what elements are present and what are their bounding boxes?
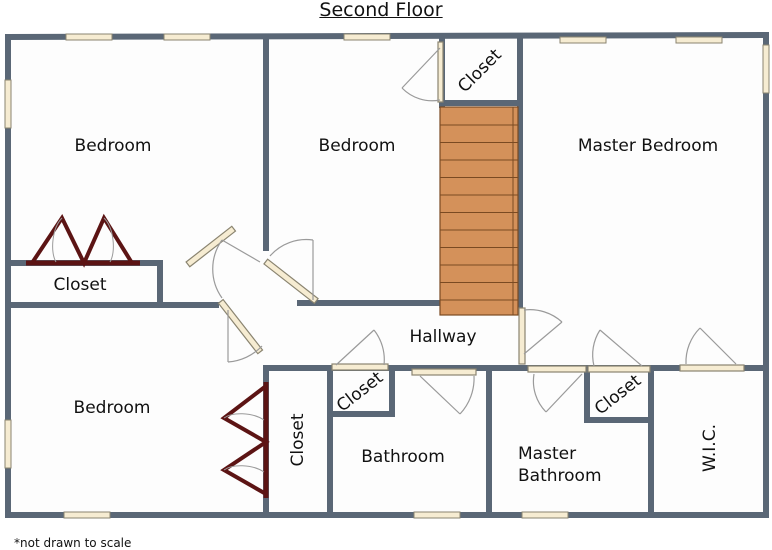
door-bedroom-center <box>263 238 319 305</box>
door-master-hall <box>518 307 563 365</box>
window <box>4 79 12 129</box>
door-master-closet <box>587 329 651 373</box>
footnote: *not drawn to scale <box>14 536 132 550</box>
door-closet-bath <box>331 329 389 371</box>
room-label-closet-nw: Closet <box>53 275 107 295</box>
window <box>63 511 111 519</box>
room-label-hallway: Hallway <box>409 327 477 347</box>
floor-title: Second Floor <box>319 0 443 21</box>
window <box>4 419 12 469</box>
window <box>559 36 607 44</box>
window <box>413 511 461 519</box>
door-master-bath <box>527 365 587 413</box>
staircase <box>439 106 519 316</box>
master-bathroom-line2: Bathroom <box>518 466 602 486</box>
door-closet-stair <box>401 41 444 103</box>
door-bedroom-nw <box>185 225 261 299</box>
door-bedroom-sw <box>217 298 264 363</box>
room-label-master-bedroom: Master Bedroom <box>577 136 719 156</box>
floor-area <box>8 37 766 515</box>
room-label-bedroom-sw: Bedroom <box>73 398 151 418</box>
doors <box>185 41 745 415</box>
window <box>521 511 569 519</box>
windows <box>4 33 770 519</box>
door-wic <box>679 327 745 372</box>
window <box>675 36 723 44</box>
room-label-wic: W.I.C. <box>700 424 720 472</box>
room-label-bedroom-nw: Bedroom <box>74 136 152 156</box>
room-label-closet-sw: Closet <box>288 413 308 467</box>
window <box>65 33 113 41</box>
door-bathroom <box>411 368 477 415</box>
window <box>762 44 770 94</box>
room-label-master-bathroom: Master Bathroom <box>518 443 602 487</box>
room-label-bathroom: Bathroom <box>361 447 445 467</box>
window <box>343 33 391 41</box>
master-bathroom-line1: Master <box>518 444 577 464</box>
bifold-closet-doors <box>26 213 270 498</box>
window <box>163 33 211 41</box>
room-label-bedroom-center: Bedroom <box>318 136 396 156</box>
